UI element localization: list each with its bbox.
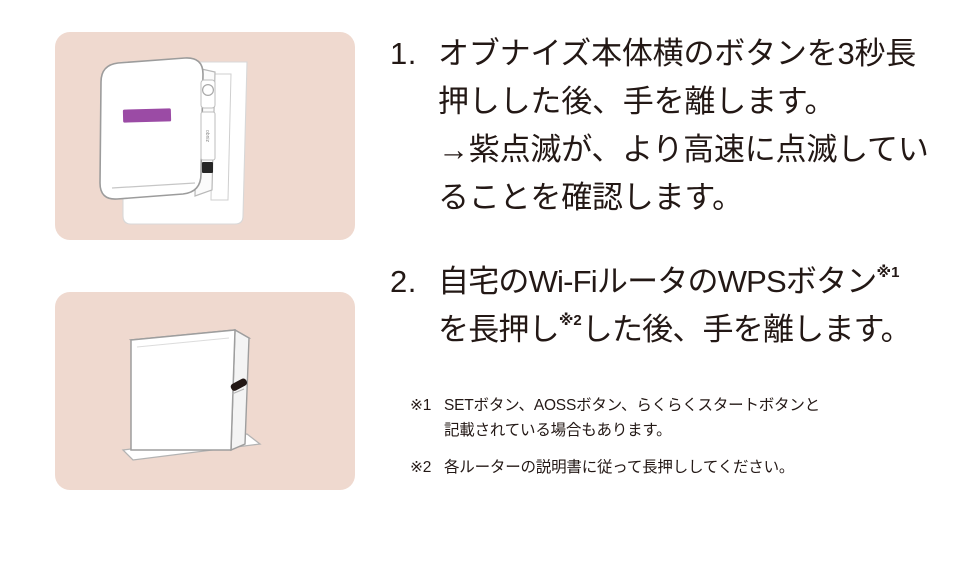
footnote-1-mark: ※1 [410,397,432,414]
side-label-strip [200,111,216,161]
illustration-panel-step-2 [55,292,355,490]
step-1-number: 1. [390,36,417,71]
footnotes: ※1 SETボタン、AOSSボタン、らくらくスタートボタンと 記載されている場合… [410,393,950,480]
obniz-device-illustration: obniz [99,57,248,225]
footnote-2: ※2 各ルーターの説明書に従って長押ししてください。 [410,455,950,480]
footnote-1-text: SETボタン、AOSSボタン、らくらくスタートボタンと 記載されている場合もあり… [444,397,820,439]
svg-text:obniz: obniz [204,130,210,142]
device-side-button [202,83,215,96]
step-1-line-3: →紫点滅が、より高速に点滅してい [438,132,929,167]
device-bottom-lip [111,182,196,189]
step-1-line-4: ることを確認します。 [438,180,743,215]
step-2-line-1-text: 自宅のWi-FiルータのWPSボタン [438,264,877,299]
footnote-ref-1: ※1 [876,264,900,281]
step-1-line-1: オブナイズ本体横のボタンを3秒長 [438,36,917,71]
wifi-router-illustration [121,328,262,461]
step-1-body: オブナイズ本体横のボタンを3秒長 押しした後、手を離します。 →紫点滅が、より高… [438,30,950,222]
step-2-line-2: を長押し※2した後、手を離します。 [438,306,950,354]
footnote-2-mark: ※2 [410,459,432,476]
purple-led-indicator [122,108,172,123]
router-front-face [130,329,236,451]
router-side-groove [231,388,245,395]
footnote-ref-2: ※2 [558,312,582,329]
step-2-line-1: 自宅のWi-FiルータのWPSボタン※1 [438,258,950,306]
step-2-line-2-text-a: を長押し [438,312,560,347]
instruction-steps: 1. オブナイズ本体横のボタンを3秒長 押しした後、手を離します。 →紫点滅が、… [390,30,950,354]
step-1: 1. オブナイズ本体横のボタンを3秒長 押しした後、手を離します。 →紫点滅が、… [390,30,950,222]
step-1-line-2: 押しした後、手を離します。 [438,84,836,119]
device-front-face [99,57,204,200]
illustration-panel-step-1: obniz [55,32,355,240]
step-2-number: 2. [390,264,417,299]
step-2-line-2-text-b: した後、手を離します。 [581,312,912,347]
step-2: 2. 自宅のWi-FiルータのWPSボタン※1 を長押し※2した後、手を離します… [390,258,950,354]
device-port [202,162,213,173]
side-micro-label: obniz [204,130,210,142]
step-2-body: 自宅のWi-FiルータのWPSボタン※1 を長押し※2した後、手を離します。 [438,258,950,354]
footnote-2-text: 各ルーターの説明書に従って長押ししてください。 [444,459,795,476]
footnote-1: ※1 SETボタン、AOSSボタン、らくらくスタートボタンと 記載されている場合… [410,393,950,443]
wps-button [230,378,247,391]
